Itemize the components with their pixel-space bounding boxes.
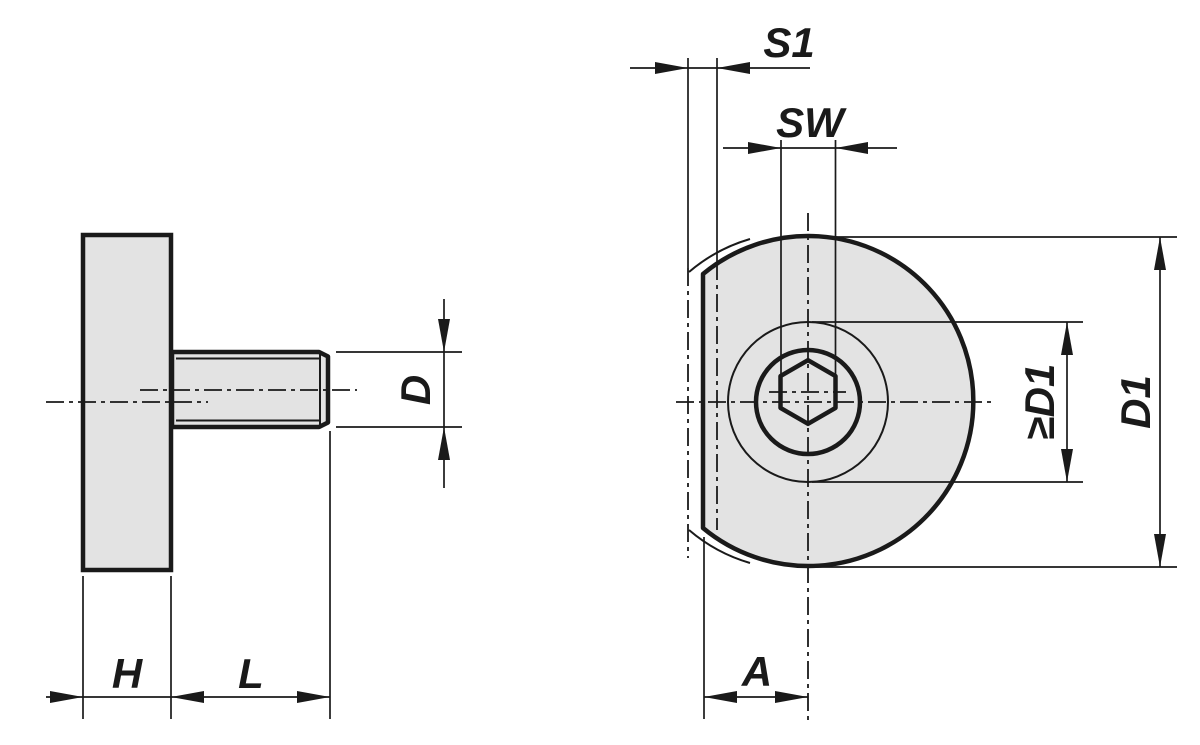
- arrowhead-right: [297, 691, 330, 703]
- label-S1: S1: [763, 19, 814, 66]
- label-H: H: [112, 650, 144, 697]
- arrowhead-down: [1061, 449, 1073, 482]
- arrowhead-up: [1061, 322, 1073, 355]
- dimension-H-L: H L: [46, 431, 331, 719]
- label-A: A: [741, 648, 772, 695]
- silhouette-arc-bottom: [688, 529, 751, 564]
- arrowhead-right: [50, 691, 83, 703]
- arrowhead-right: [748, 142, 781, 154]
- front-view: S1 SW A D1: [630, 19, 1177, 722]
- label-min-D1: ≥D1: [1016, 364, 1063, 441]
- arrowhead-up: [438, 427, 450, 460]
- label-SW: SW: [776, 99, 847, 146]
- label-L: L: [238, 650, 264, 697]
- label-D: D: [392, 375, 439, 405]
- arrowhead-down: [438, 319, 450, 352]
- dimension-S1: S1: [630, 19, 815, 558]
- arrowhead-left: [171, 691, 204, 703]
- arrowhead-right: [655, 62, 688, 74]
- arrowhead-right: [775, 691, 808, 703]
- dimension-D: D: [336, 299, 462, 488]
- arrowhead-left: [704, 691, 737, 703]
- dimension-D1: D1: [815, 236, 1177, 568]
- dimension-A: A: [703, 537, 808, 719]
- dimension-SW: SW: [723, 99, 897, 384]
- arrowhead-left: [835, 142, 868, 154]
- dimension-min-D1: ≥D1: [812, 321, 1083, 483]
- side-view: D H L: [46, 232, 462, 719]
- arrowhead-down: [1154, 534, 1166, 567]
- arrowhead-up: [1154, 237, 1166, 270]
- knob-face: [700, 233, 976, 569]
- label-D1: D1: [1112, 375, 1159, 429]
- arrowhead-left: [717, 62, 750, 74]
